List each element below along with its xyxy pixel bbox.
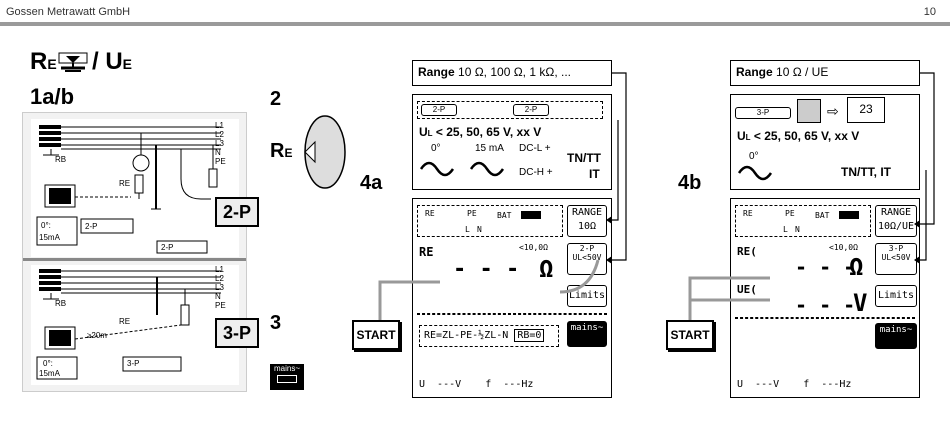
range-box-4a: Range 10 Ω, 100 Ω, 1 kΩ, ... <box>412 60 612 86</box>
lcd-re-icon-4b: RE <box>743 209 753 218</box>
wiring-2p-svg <box>36 125 221 254</box>
re-label-3p: RE <box>119 317 131 326</box>
rb-label-2p: RB <box>55 155 67 164</box>
lcd-v-4b: V <box>853 289 868 317</box>
mode-chip-2p-a: 2-P <box>421 104 457 116</box>
tag-3p: 3-P <box>215 318 259 348</box>
it-4a: IT <box>589 167 600 181</box>
rotary-label: RE <box>270 140 293 162</box>
lcd-l-4b: L <box>783 225 788 234</box>
arrow-right-icon: ⇨ <box>827 103 839 119</box>
mains-indicator: mains~ <box>270 364 304 390</box>
limits-softkey-4a[interactable]: Limits <box>567 285 607 307</box>
book-page-icon: 23 <box>847 97 885 123</box>
battery-icon-4a <box>521 211 541 219</box>
step-4a: 4a <box>360 172 383 194</box>
ul-range-4a: UL < 25, 50, 65 V, xx V <box>419 125 542 139</box>
lcd-bat-4b: BAT <box>815 211 830 220</box>
mini-3p-chip: 3-P <box>127 359 140 368</box>
waveform-4b <box>737 165 773 181</box>
page-number: 10 <box>923 6 936 18</box>
battery-icon-4b <box>839 211 859 219</box>
lcd-bat-4a: BAT <box>497 211 512 220</box>
mode-chip-3p: 3-P <box>735 107 791 119</box>
wiring-3p-svg <box>36 269 221 380</box>
lcd-ohm-4b: Ω <box>849 253 864 281</box>
tn-4a: TN/TT <box>567 151 601 165</box>
title-re: RE <box>30 48 57 75</box>
step-4b: 4b <box>678 172 702 194</box>
limits-softkey-4b[interactable]: Limits <box>875 285 917 307</box>
start-button-4a[interactable]: START <box>352 320 400 350</box>
title-ue: / UE <box>92 48 133 75</box>
mode-15-label-3p: 15mA <box>39 369 60 378</box>
lcd-l-4a: L <box>465 225 470 234</box>
lcd-status-4a: U ---V f ---Hz <box>419 379 534 390</box>
lcd-re-icon-4a: RE <box>425 209 435 218</box>
re-label-2p: RE <box>119 179 131 188</box>
mains-softkey-4a[interactable]: mains~ <box>567 321 607 347</box>
mode-chip-2p-b: 2-P <box>513 104 549 116</box>
step-1ab: 1a/b <box>30 84 75 109</box>
mode-0-label-3p: 0°: <box>43 359 53 368</box>
start-button-4b[interactable]: START <box>666 320 714 350</box>
lcd-ohm-4a: Ω <box>539 255 554 283</box>
info-box-4b: 3-P ⇨ 23 UL < 25, 50, 65 V, xx V 0° TN/T… <box>730 94 920 190</box>
step-3: 3 <box>270 312 282 334</box>
mode-15-label: 15mA <box>39 233 60 242</box>
rotary-switch-icon[interactable] <box>300 112 350 192</box>
lcd-re-label-4a: RE <box>419 245 434 259</box>
lcd-dashes-ue-4b: - - - <box>795 293 856 317</box>
info-box-4a: 2-P 2-P UL < 25, 50, 65 V, xx V 0° 15 mA… <box>412 94 612 190</box>
ul-range-4b: UL < 25, 50, 65 V, xx V <box>737 129 860 143</box>
earth-icon <box>58 52 88 72</box>
lcd-pe-4a: PE <box>467 209 477 218</box>
mode-0-label: 0°: <box>41 221 51 230</box>
dcl-4a: DC-L + <box>519 143 551 154</box>
lcd-status-4b: U ---V f ---Hz <box>737 379 852 390</box>
lcd-pe-4b: PE <box>785 209 795 218</box>
lcd-re-row-4b: RE( <box>737 245 757 258</box>
mini-2p-chip-2: 2-P <box>161 243 174 252</box>
mini-2p-chip: 2-P <box>85 222 98 231</box>
earth-probe-icon <box>797 99 821 123</box>
company-name: Gossen Metrawatt GmbH <box>6 6 131 18</box>
tn-4b: TN/TT, IT <box>841 165 891 179</box>
lcd-n-4a: N <box>477 225 482 234</box>
ma-4a: 15 mA <box>475 143 504 154</box>
distance-label: ≥20m <box>87 331 107 340</box>
dch-4a: DC-H + <box>519 167 553 178</box>
lcd-dashes-4a: - - - <box>453 257 520 282</box>
lcd-ue-row-4b: UE( <box>737 283 757 296</box>
step-2: 2 <box>270 88 282 110</box>
connectors-4a <box>378 72 627 320</box>
deg-4a: 0° <box>431 143 441 154</box>
lcd-limit-4b: <10,0Ω <box>829 243 858 252</box>
lcd-n-4b: N <box>795 225 800 234</box>
panel-divider <box>23 258 246 261</box>
lcd-limit-4a: <10,0Ω <box>519 243 548 252</box>
connectors-4b <box>688 72 935 320</box>
deg-4b: 0° <box>749 151 759 162</box>
formula-4a: RE=ZL-PE-½ZL-N RB=0 <box>419 325 559 347</box>
rb-label-3p: RB <box>55 299 67 308</box>
mains-softkey-4b[interactable]: mains~ <box>875 323 917 349</box>
lcd-dashes-re-4b: - - - <box>795 255 856 279</box>
header-rule <box>0 22 950 26</box>
tag-2p: 2-P <box>215 197 259 227</box>
waveforms-4a <box>419 161 505 177</box>
range-box-4b: Range 10 Ω / UE <box>730 60 920 86</box>
